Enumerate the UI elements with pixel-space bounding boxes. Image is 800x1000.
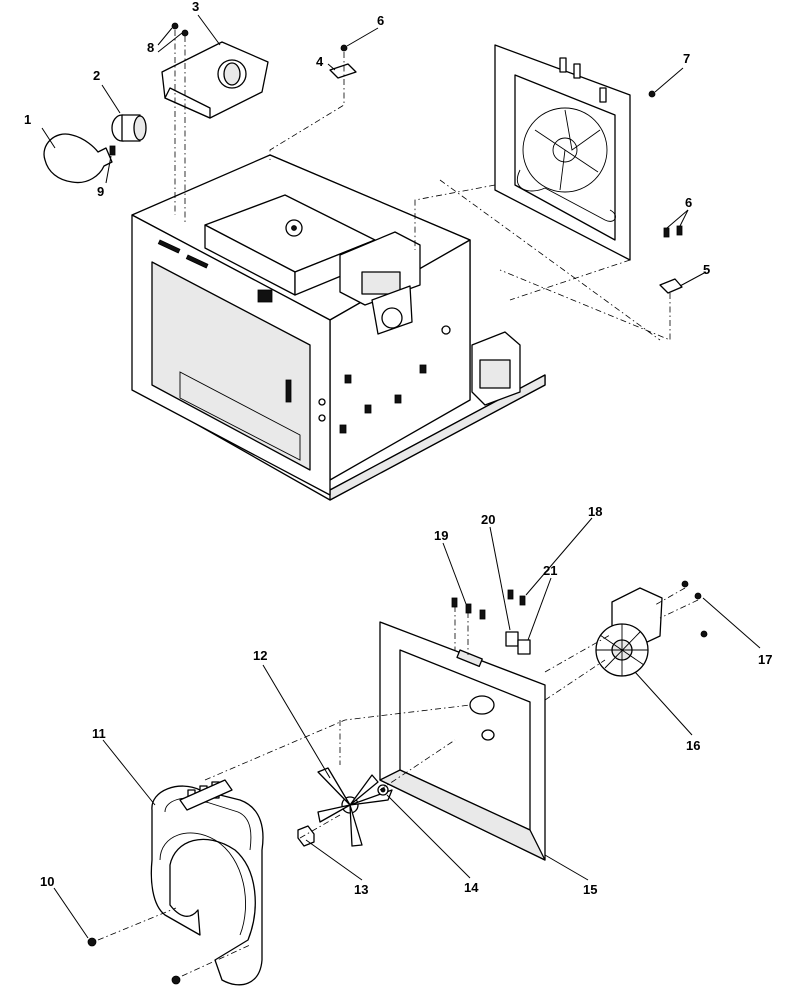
callout-17: 17 bbox=[758, 652, 772, 667]
callout-11: 11 bbox=[92, 726, 106, 741]
callout-16: 16 bbox=[686, 738, 700, 753]
leader-lines bbox=[41, 14, 761, 939]
callout-20: 20 bbox=[481, 512, 495, 527]
thermal-cutout-top bbox=[269, 44, 357, 160]
callout-21: 21 bbox=[543, 563, 557, 578]
callout-labels: 1 2 3 4 5 6 6 7 8 9 10 11 12 13 14 15 16… bbox=[24, 0, 772, 897]
fan-nut bbox=[377, 784, 389, 796]
lamp-socket bbox=[111, 114, 147, 142]
callout-12: 12 bbox=[253, 648, 267, 663]
callout-13: 13 bbox=[354, 882, 368, 897]
callout-1: 1 bbox=[24, 112, 31, 127]
panel-screws bbox=[451, 589, 526, 620]
element-screws bbox=[87, 907, 251, 985]
callout-14: 14 bbox=[464, 880, 479, 895]
callout-6-top: 6 bbox=[377, 13, 384, 28]
rear-panel bbox=[379, 621, 546, 861]
convection-fan-cover bbox=[494, 44, 656, 261]
assembly-guides-lower bbox=[204, 587, 699, 839]
convection-heating-element bbox=[150, 779, 264, 986]
convection-motor bbox=[595, 587, 663, 677]
callout-19: 19 bbox=[434, 528, 448, 543]
callout-7: 7 bbox=[683, 51, 690, 66]
assembly-guides-upper bbox=[414, 179, 661, 341]
callout-6-rear: 6 bbox=[685, 195, 692, 210]
lamp-housing bbox=[161, 41, 269, 119]
callout-8: 8 bbox=[147, 40, 154, 55]
fan-hub-spacer bbox=[297, 825, 315, 847]
oven-chassis bbox=[131, 154, 546, 501]
callout-10: 10 bbox=[40, 874, 54, 889]
callout-5: 5 bbox=[703, 262, 710, 277]
bearing-bushings bbox=[505, 631, 531, 655]
oven-light-bulb bbox=[43, 133, 113, 184]
callout-2: 2 bbox=[93, 68, 100, 83]
callout-18: 18 bbox=[588, 504, 602, 519]
callout-4: 4 bbox=[316, 54, 324, 69]
callout-15: 15 bbox=[583, 882, 597, 897]
motor-screws bbox=[681, 580, 708, 638]
socket-screw bbox=[109, 145, 116, 156]
callout-9: 9 bbox=[97, 184, 104, 199]
housing-screws bbox=[171, 22, 189, 222]
thermal-cutout-rear bbox=[499, 225, 683, 341]
callout-3: 3 bbox=[192, 0, 199, 14]
